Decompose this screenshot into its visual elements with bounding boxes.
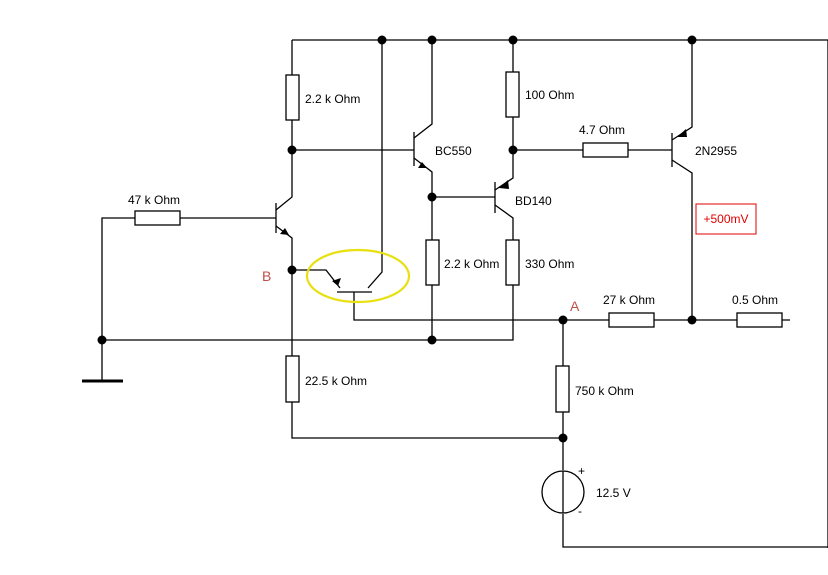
bc550-emitter-wire <box>413 157 433 340</box>
source-label: 12.5 V <box>596 486 631 500</box>
q2n2955-emitter-wire <box>671 40 693 141</box>
junction-dot <box>377 35 387 45</box>
ground-rail-wire <box>101 285 514 380</box>
node-b-label: B <box>262 268 271 284</box>
r-top-left-label: 2.2 k Ohm <box>305 92 360 106</box>
r-mid-label: 2.2 k Ohm <box>444 257 499 271</box>
q-bd140-label: BD140 <box>515 194 552 208</box>
source-plus-label: + <box>578 464 585 478</box>
wires <box>101 39 828 548</box>
q5-collector-wire <box>367 40 383 289</box>
q2n2955-collector-wire <box>671 159 693 320</box>
node-a-label: A <box>570 298 580 314</box>
source-minus-label: - <box>578 504 582 518</box>
r-27k-body <box>608 312 655 328</box>
node-b-down-wire <box>291 270 563 439</box>
voltage-annotation-box <box>695 203 757 235</box>
junction-dot <box>687 35 697 45</box>
r-0-5-label: 0.5 Ohm <box>732 293 778 307</box>
q1-emitter-arrow <box>280 228 289 235</box>
r-22-5k-body <box>285 355 300 403</box>
r-100-body <box>505 71 520 118</box>
junction-dot <box>427 35 437 45</box>
transistor-bars <box>275 132 673 293</box>
r-100-label: 100 Ohm <box>525 88 574 102</box>
r-47k-body <box>134 210 181 226</box>
r-4-7-label: 4.7 Ohm <box>579 123 625 137</box>
r-330-label: 330 Ohm <box>525 257 574 271</box>
q1-emitter-wire <box>275 225 293 270</box>
q1-collector-wire <box>275 150 293 211</box>
emitter-arrows <box>280 129 687 286</box>
r-0-5-body <box>736 312 783 328</box>
junction-dot <box>287 265 297 275</box>
bd140-emitter-arrow <box>499 180 509 189</box>
junction-dots <box>97 35 697 443</box>
highlight-ellipse <box>305 248 411 304</box>
bd140-emitter-wire <box>494 150 514 191</box>
resistors <box>134 71 783 413</box>
bd140-collector-wire <box>494 204 514 240</box>
voltage-annotation: +500mV <box>703 212 748 226</box>
r-750k-body <box>555 365 570 413</box>
junction-dot <box>508 35 518 45</box>
r-750k-label: 750 k Ohm <box>575 384 634 398</box>
q5-base-wire <box>353 292 563 321</box>
junction-dot <box>558 315 568 325</box>
junction-dot <box>508 145 518 155</box>
r-27k-label: 27 k Ohm <box>603 293 655 307</box>
input-47k-wire <box>101 217 276 340</box>
voltage-source <box>541 470 585 514</box>
labels: 2.2 k Ohm 100 Ohm 4.7 Ohm BC550 2N2955 B… <box>128 88 778 518</box>
node-a-down-wire <box>562 320 828 548</box>
r-47k-label: 47 k Ohm <box>128 193 180 207</box>
bc550-collector-wire <box>413 40 433 139</box>
bc550-emitter-arrow <box>418 162 427 168</box>
junction-dot <box>97 335 107 345</box>
q-2n2955-label: 2N2955 <box>695 144 737 158</box>
r-330-body <box>505 239 520 286</box>
r-mid-body <box>425 239 440 286</box>
junction-dot <box>558 433 568 443</box>
junction-dot <box>687 315 697 325</box>
r-4-7-body <box>582 142 629 158</box>
junction-dot <box>427 192 437 202</box>
q5-emitter-arrow <box>332 278 341 286</box>
node-b-to-q5-wire <box>292 269 341 289</box>
q-bc550-label: BC550 <box>435 144 472 158</box>
r-top-left-body <box>285 74 300 121</box>
q2n2955-emitter-arrow <box>677 129 687 137</box>
r-22-5k-label: 22.5 k Ohm <box>305 374 367 388</box>
junction-dot <box>427 335 437 345</box>
junction-dot <box>287 145 297 155</box>
